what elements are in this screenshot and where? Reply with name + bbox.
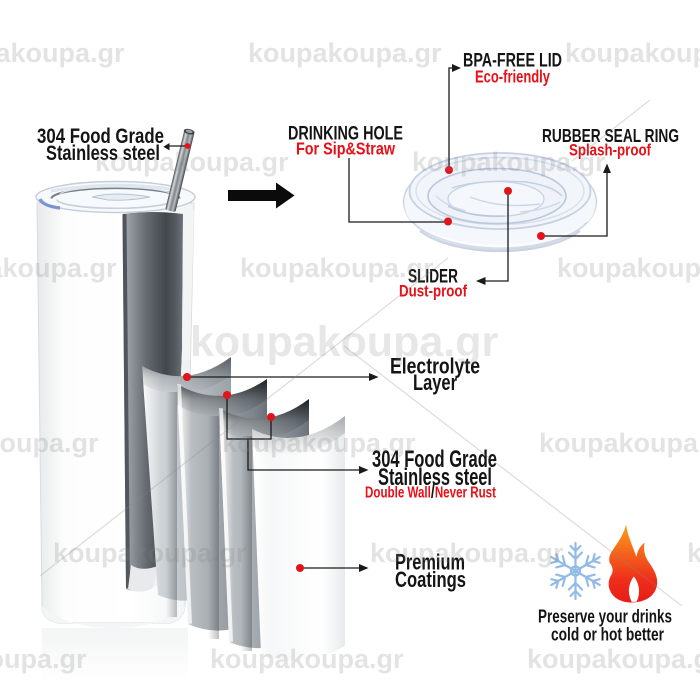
svg-text:304 Food Grade: 304 Food Grade bbox=[37, 125, 164, 148]
svg-text:koupakoupa.gr: koupakoupa.gr bbox=[95, 147, 289, 177]
svg-text:koupakoupa.gr: koupakoupa.gr bbox=[565, 38, 700, 68]
svg-text:cold or hot better: cold or hot better bbox=[551, 625, 664, 645]
svg-text:Dust-proof: Dust-proof bbox=[399, 282, 467, 301]
svg-text:Preserve your drinks: Preserve your drinks bbox=[538, 607, 672, 627]
svg-text:koupakoupa.gr: koupakoupa.gr bbox=[527, 644, 700, 674]
svg-text:koupakoupa.gr: koupakoupa.gr bbox=[210, 644, 404, 674]
svg-text:koupakoupa.gr: koupakoupa.gr bbox=[539, 428, 700, 458]
svg-text:koupakoupa.gr: koupakoupa.gr bbox=[190, 318, 498, 366]
svg-text:Electrolyte: Electrolyte bbox=[390, 354, 480, 379]
svg-text:BPA-FREE LID: BPA-FREE LID bbox=[463, 51, 562, 72]
svg-text:Eco-friendly: Eco-friendly bbox=[475, 67, 550, 87]
svg-text:304 Food Grade: 304 Food Grade bbox=[372, 446, 497, 473]
svg-text:Layer: Layer bbox=[413, 370, 457, 395]
svg-text:koupakoupa.gr: koupakoupa.gr bbox=[687, 538, 700, 568]
svg-text:koupakoupa.gr: koupakoupa.gr bbox=[53, 538, 247, 568]
svg-text:Double Wall/Never Rust: Double Wall/Never Rust bbox=[365, 482, 496, 503]
svg-text:koupakoupa.gr: koupakoupa.gr bbox=[557, 253, 700, 283]
svg-text:Stainless steel: Stainless steel bbox=[378, 464, 492, 491]
svg-text:Premium: Premium bbox=[395, 550, 465, 575]
svg-text:koupakoupa.gr: koupakoupa.gr bbox=[370, 538, 564, 568]
svg-text:koupakoupa.gr: koupakoupa.gr bbox=[0, 428, 99, 458]
svg-text:RUBBER SEAL RING: RUBBER SEAL RING bbox=[542, 126, 679, 146]
svg-text:koupakoupa.gr: koupakoupa.gr bbox=[222, 428, 416, 458]
svg-text:SLIDER: SLIDER bbox=[408, 266, 458, 288]
svg-text:koupakoupa.gr: koupakoupa.gr bbox=[240, 253, 434, 283]
svg-text:koupakoupa.gr: koupakoupa.gr bbox=[248, 38, 442, 68]
svg-text:Stainless steel: Stainless steel bbox=[46, 142, 160, 165]
svg-text:koupakoupa.gr: koupakoupa.gr bbox=[0, 253, 117, 283]
svg-text:koupakoupa.gr: koupakoupa.gr bbox=[0, 38, 125, 68]
svg-text:DRINKING HOLE: DRINKING HOLE bbox=[288, 123, 403, 145]
svg-text:Splash-proof: Splash-proof bbox=[569, 141, 651, 160]
svg-text:Coatings: Coatings bbox=[395, 567, 466, 592]
svg-text:koupakoupa.gr: koupakoupa.gr bbox=[0, 644, 87, 674]
svg-text:For Sip&Straw: For Sip&Straw bbox=[296, 139, 395, 159]
svg-text:koupakoupa.gr: koupakoupa.gr bbox=[412, 147, 606, 177]
